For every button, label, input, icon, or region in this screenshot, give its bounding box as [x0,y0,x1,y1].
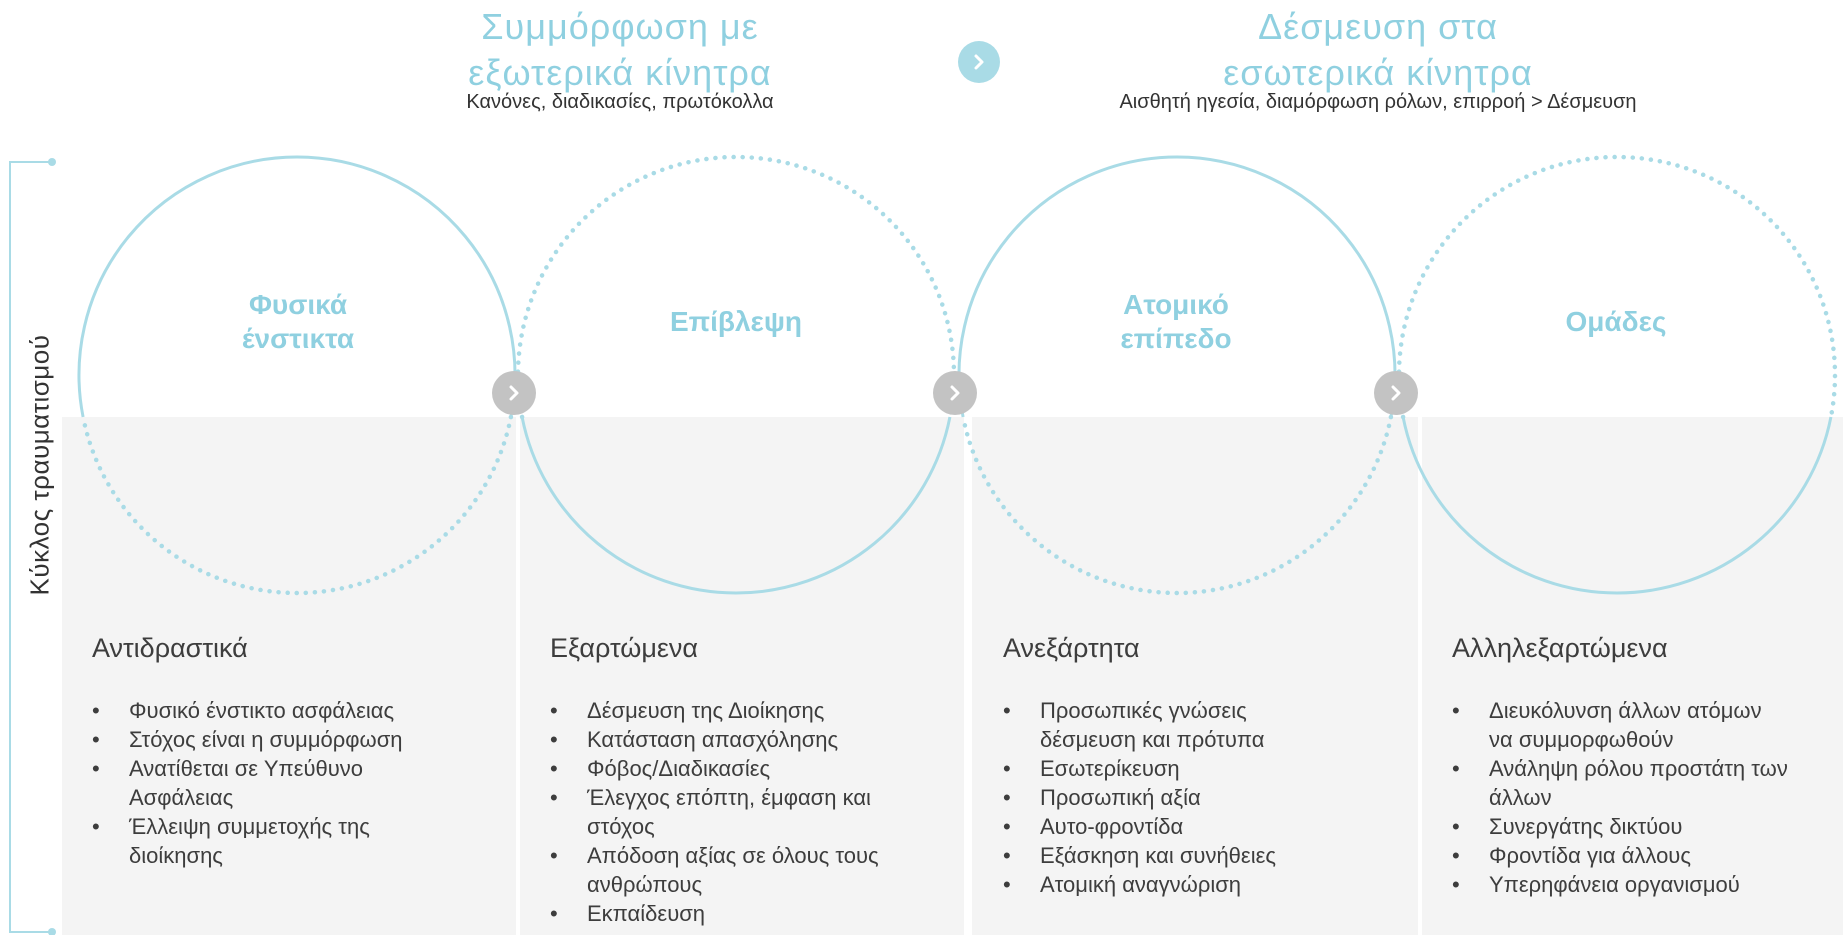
list-item-line: Ασφάλειας [129,785,234,810]
list-item: Φροντίδα για άλλους [1452,841,1843,870]
header-left-subtitle: Κανόνες, διαδικασίες, πρωτόκολλα [466,91,774,113]
list-item-line: Αυτο-φροντίδα [1040,814,1184,839]
list-item: Ατομική αναγνώριση [1003,870,1413,899]
circle-upper-arc [1396,154,1838,420]
list-item-line: Υπερηφάνεια οργανισμού [1489,872,1740,897]
list-item-line: Συνεργάτης δικτύου [1489,814,1683,839]
list-item: Διευκόλυνση άλλων ατόμων να συμμορφωθούν [1452,696,1843,754]
circle-label-1-line1: Φυσικά [248,289,348,320]
list-item: Απόδοση αξίας σε όλους τους ανθρώπους [550,841,960,899]
list-item-line: Εξάσκηση και συνήθειες [1040,843,1277,868]
circle-lower-arc [520,416,952,595]
circle-label-3: Ατομικό επίπεδο [1046,288,1306,356]
list-item: Έλεγχος επόπτη, έμφαση και στόχος [550,783,960,841]
bracket-dot-bottom [48,928,56,935]
list-item: Ανάληψη ρόλου προστάτη των άλλων [1452,754,1843,812]
list-item-line: να συμμορφωθούν [1489,727,1674,752]
circle-label-1-line2: ένστικτα [241,323,355,354]
circle-label-3-line2: επίπεδο [1120,323,1232,354]
list-item-line: δέσμευση και πρότυπα [1040,727,1265,752]
list-item: Υπερηφάνεια οργανισμού [1452,870,1843,899]
list-item-line: Προσωπική αξία [1040,785,1201,810]
list-item-line: άλλων [1489,785,1552,810]
list-item-line: Στόχος είναι η συμμόρφωση [129,727,403,752]
side-bracket [9,161,52,933]
list-item-line: διοίκησης [129,843,223,868]
list-item: Εξάσκηση και συνήθειες [1003,841,1413,870]
column-title-2: Εξαρτώμενα [550,633,699,663]
list-item: Φόβος/Διαδικασίες [550,754,960,783]
list-item-line: Ανατίθεται σε Υπεύθυνο [129,756,364,781]
chevron-right-icon-3 [1374,371,1418,415]
circle-lower-arc [80,414,514,596]
list-item-line: Διευκόλυνση άλλων ατόμων [1489,698,1762,723]
header-left-title: Συμμόρφωση με εξωτερικά κίνητρα [400,4,840,96]
list-item: Αυτο-φροντίδα [1003,812,1413,841]
header-right-title-line2: εσωτερικά κίνητρα [1223,52,1533,93]
list-item-line: Προσωπικές γνώσεις [1040,698,1247,723]
circle-upper-arc [77,155,517,418]
list-item-line: Εκπαίδευση [587,901,706,926]
chevron-right-icon [958,41,1000,83]
list-item-line: Ατομική αναγνώριση [1040,872,1242,897]
list-item-line: Φυσικό ένστικτο ασφάλειας [129,698,395,723]
list-item-line: ανθρώπους [587,872,703,897]
list-item: Προσωπική αξία [1003,783,1413,812]
header-right-title: Δέσμευση στα εσωτερικά κίνητρα [1158,4,1598,96]
stage-circle-1 [77,155,517,596]
circle-upper-arc [957,155,1397,418]
header-right-title-line1: Δέσμευση στα [1258,6,1498,47]
circle-label-4: Ομάδες [1486,305,1746,339]
circle-label-4-line1: Ομάδες [1565,306,1667,337]
list-item-line: Έλλειψη συμμετοχής της [129,814,370,839]
circle-label-3-line1: Ατομικό [1123,289,1229,320]
header-right-subtitle: Αισθητή ηγεσία, διαμόρφωση ρόλων, επιρρο… [1119,91,1637,113]
list-item: Εκπαίδευση [550,899,960,928]
list-item-line: Απόδοση αξίας σε όλους τους [587,843,879,868]
list-item: Κατάσταση απασχόλησης [550,725,960,754]
list-item-line: Φροντίδα για άλλους [1489,843,1691,868]
bracket-dot-top [48,158,56,166]
list-item: Στόχος είναι η συμμόρφωση [92,725,512,754]
list-item-line: Ανάληψη ρόλου προστάτη των [1489,756,1788,781]
list-item: Συνεργάτης δικτύου [1452,812,1843,841]
stage-circle-4 [1396,154,1838,595]
circle-label-2: Επίβλεψη [606,305,866,339]
circle-lower-arc [1401,416,1833,595]
column-list-1: Φυσικό ένστικτο ασφάλειαςΣτόχος είναι η … [92,696,512,870]
list-item: Έλλειψη συμμετοχής της διοίκησης [92,812,512,870]
list-item-line: Δέσμευση της Διοίκησης [587,698,825,723]
circle-label-1: Φυσικά ένστικτα [168,288,428,356]
list-item: Φυσικό ένστικτο ασφάλειας [92,696,512,725]
column-title-4: Αλληλεξαρτώμενα [1452,633,1668,663]
list-item: Προσωπικές γνώσεις δέσμευση και πρότυπα [1003,696,1413,754]
list-item-line: στόχος [587,814,655,839]
column-title-3: Ανεξάρτητα [1003,633,1140,663]
list-item-line: Έλεγχος επόπτη, έμφαση και [587,785,871,810]
side-label-text: Κύκλος τραυματισμού [24,334,55,596]
chevron-right-icon-1 [492,371,536,415]
column-title-1: Αντιδραστικά [92,633,248,663]
circle-label-2-line1: Επίβλεψη [669,306,803,337]
column-list-3: Προσωπικές γνώσεις δέσμευση και πρότυπαΕσ… [1003,696,1413,899]
circle-upper-arc [515,154,957,420]
list-item: Εσωτερίκευση [1003,754,1413,783]
column-list-2: Δέσμευση της ΔιοίκησηςΚατάσταση απασχόλη… [550,696,960,928]
list-item-line: Εσωτερίκευση [1040,756,1180,781]
list-item-line: Φόβος/Διαδικασίες [587,756,771,781]
chevron-right-icon-2 [933,371,977,415]
list-item-line: Κατάσταση απασχόλησης [587,727,839,752]
header-left-title-line2: εξωτερικά κίνητρα [468,52,772,93]
stage-circle-2 [515,154,957,595]
header-left-title-line1: Συμμόρφωση με [481,6,759,47]
circle-lower-arc [960,414,1394,596]
stage-circle-3 [957,155,1397,596]
list-item: Δέσμευση της Διοίκησης [550,696,960,725]
